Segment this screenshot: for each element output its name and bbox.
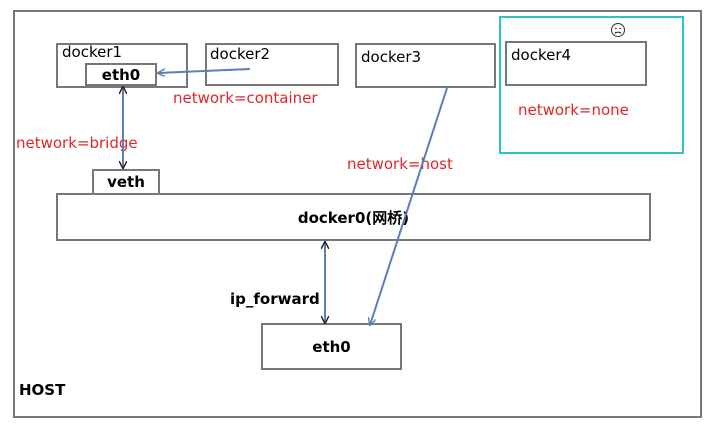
network-container-label: network=container bbox=[173, 89, 318, 107]
docker3-label: docker3 bbox=[361, 48, 422, 66]
docker0-bridge: docker0(网桥) bbox=[56, 193, 651, 241]
veth-interface: veth bbox=[92, 169, 160, 195]
host-frame bbox=[13, 10, 702, 418]
docker1-eth0-label: eth0 bbox=[101, 65, 141, 84]
host-eth0-label: eth0 bbox=[312, 337, 351, 356]
docker2-container bbox=[205, 43, 339, 86]
docker4-container bbox=[505, 41, 647, 86]
sad-face-icon bbox=[611, 23, 625, 37]
host-label: HOST bbox=[19, 381, 66, 399]
docker0-bridge-label: docker0(网桥) bbox=[297, 208, 410, 227]
network-host-label: network=host bbox=[347, 155, 453, 173]
docker2-label: docker2 bbox=[210, 45, 271, 63]
ip-forward-label: ip_forward bbox=[230, 290, 320, 308]
docker4-none-frame bbox=[499, 16, 684, 154]
docker1-label: docker1 bbox=[62, 43, 123, 61]
host-eth0-interface: eth0 bbox=[261, 323, 402, 370]
network-none-label: network=none bbox=[518, 101, 629, 119]
docker4-label: docker4 bbox=[511, 46, 572, 64]
veth-label: veth bbox=[107, 173, 145, 191]
network-bridge-label: network=bridge bbox=[16, 134, 138, 152]
docker3-container bbox=[355, 43, 496, 88]
docker1-eth0-interface: eth0 bbox=[85, 63, 157, 86]
